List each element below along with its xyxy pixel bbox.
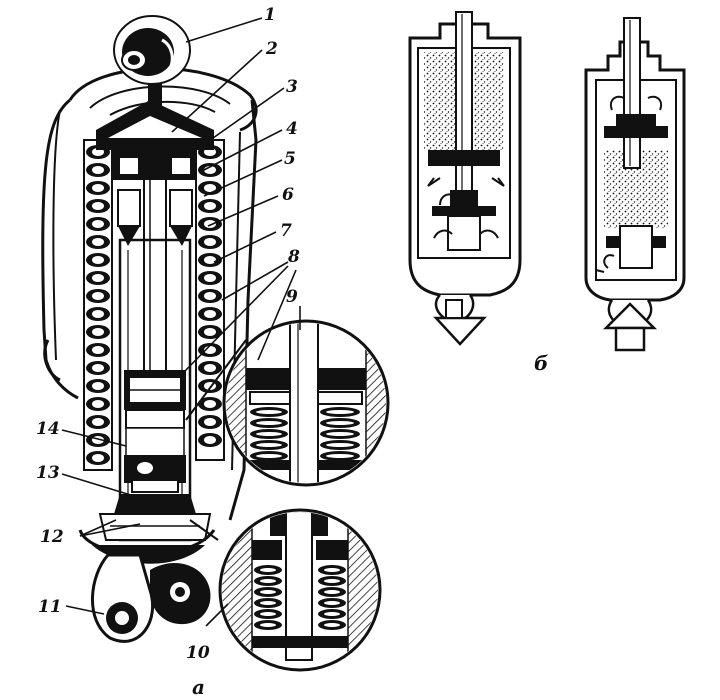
label-1: 1 [264, 5, 276, 25]
spring-coil-hole [92, 382, 104, 390]
spring-coil-hole [256, 432, 282, 436]
spring-coil-hole [260, 579, 276, 583]
spring-coil-hole [204, 184, 216, 192]
spring-coil-hole [92, 256, 104, 264]
spring-coil-hole [324, 623, 340, 627]
spring-coil-hole [204, 400, 216, 408]
spring-coil-hole [260, 612, 276, 616]
spring-coil-hole [260, 590, 276, 594]
top-mount-eye [113, 15, 191, 85]
spring-coil-hole [92, 220, 104, 228]
spring-coil-hole [260, 623, 276, 627]
piston [124, 370, 186, 457]
spring-coil-hole [92, 166, 104, 174]
spring-coil-hole [204, 256, 216, 264]
spring-coil-hole [204, 436, 216, 444]
spring-coil-hole [92, 454, 104, 462]
spring-coil-hole [326, 443, 354, 447]
spring-coil-hole [204, 418, 216, 426]
spring-coil-hole [324, 590, 340, 594]
spring-coil-hole [204, 220, 216, 228]
spring-coil-hole [204, 238, 216, 246]
label-6: 6 [282, 185, 294, 205]
label-14: 14 [36, 419, 60, 439]
label-8: 8 [287, 247, 300, 267]
schematic-compression [584, 17, 686, 352]
spring-coil-hole [324, 579, 340, 583]
label-11: 11 [38, 597, 62, 617]
label-13: 13 [36, 463, 60, 483]
spring-coil-hole [92, 364, 104, 372]
bottom-mount-eye [91, 553, 211, 643]
spring-coil-hole [260, 568, 276, 572]
label-10: 10 [186, 643, 210, 663]
spring-coil-hole [256, 454, 282, 458]
leader-lines [61, 17, 301, 627]
spring-coil-hole [256, 410, 282, 414]
spring-coil-hole [204, 274, 216, 282]
spring-coil-hole [92, 292, 104, 300]
label-9: 9 [286, 287, 298, 307]
spring-coil-hole [256, 443, 282, 447]
spring-coil-hole [324, 568, 340, 572]
label-4: 4 [286, 119, 298, 139]
spring-coil-hole [92, 328, 104, 336]
spring-coil-hole [326, 454, 354, 458]
compression-valve [98, 455, 212, 541]
view-label-b: б [534, 351, 548, 375]
spring-coil-hole [204, 310, 216, 318]
label-2: 2 [265, 39, 278, 59]
spring-coil-hole [204, 328, 216, 336]
spring-coil-hole [326, 432, 354, 436]
spring-coil-hole [92, 400, 104, 408]
spring-coil-hole [204, 202, 216, 210]
spring-coil-hole [260, 601, 276, 605]
view-label-a: а [192, 675, 205, 699]
spring-coil-hole [204, 364, 216, 372]
shock-absorber-cutaway [41, 15, 258, 643]
detail-compression-valve [189, 508, 382, 672]
spring-coil-hole [92, 274, 104, 282]
spring-coil-hole [92, 346, 104, 354]
spring-coil-hole [256, 421, 282, 425]
spring-coil-hole [92, 418, 104, 426]
schematic-rebound [408, 11, 522, 346]
spring-coil-hole [92, 238, 104, 246]
label-7: 7 [280, 221, 292, 241]
spring-coil-hole [324, 612, 340, 616]
spring-coil-hole [92, 184, 104, 192]
spring-coil-hole [204, 292, 216, 300]
outer-spring-left [83, 139, 113, 471]
label-5: 5 [284, 149, 296, 169]
spring-coil-hole [326, 410, 354, 414]
label-12: 12 [40, 527, 64, 547]
label-3: 3 [286, 77, 298, 97]
spring-coil-hole [326, 421, 354, 425]
spring-coil-hole [92, 310, 104, 318]
part-labels: 1 2 3 4 5 6 7 8 9 10 11 12 13 14 а б [36, 5, 548, 699]
spring-coil-hole [324, 601, 340, 605]
spring-coil-hole [92, 202, 104, 210]
